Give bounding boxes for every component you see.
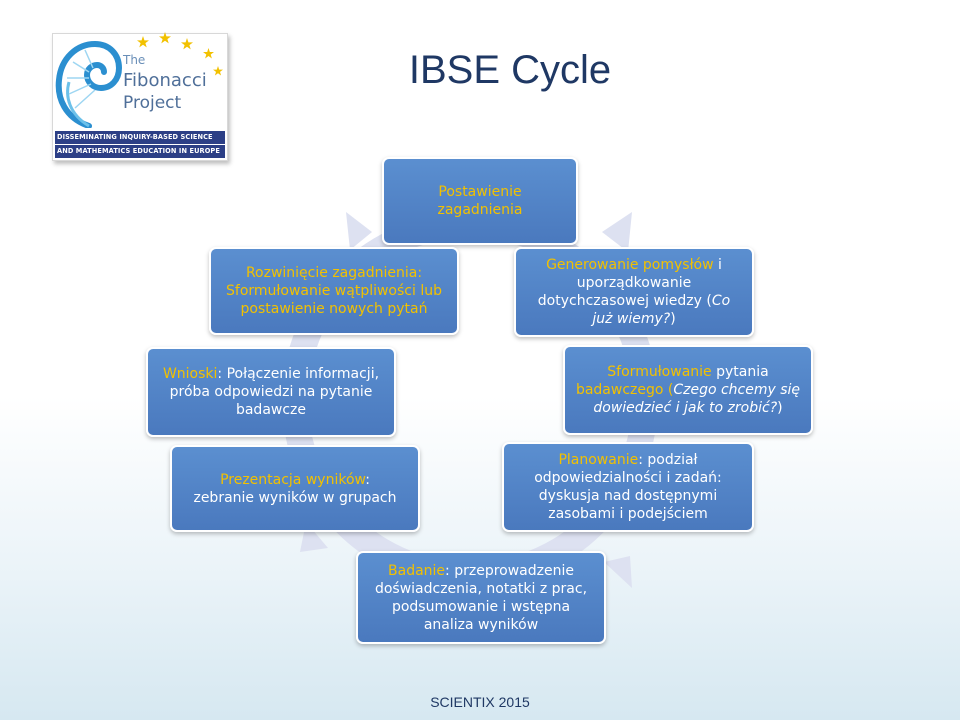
- step-planning-box: Planowanie: podział odpowiedzialności i …: [502, 442, 754, 532]
- star-icon: [159, 32, 171, 44]
- extension-colon: :: [417, 265, 423, 281]
- slide-title: IBSE Cycle: [408, 48, 612, 92]
- star-icon: [203, 48, 214, 59]
- planning-colon: :: [638, 452, 648, 468]
- fibonacci-project-logo: The Fibonacci Project DISSEMINATING INQU…: [52, 32, 228, 161]
- research-question-italic: Czego chcemy się dowiedzieć i jak to zro…: [593, 382, 801, 416]
- investigation-body: przeprowadzenie doświadczenia, notatki z…: [374, 562, 588, 633]
- cycle-arrow-head: [604, 556, 632, 588]
- presentation-highlight: Prezentacja wyników: [220, 471, 366, 488]
- ideas-highlight: Generowanie pomysłów: [546, 257, 714, 273]
- investigation-colon: :: [445, 562, 455, 579]
- research-question-word: pytania: [716, 364, 769, 380]
- extension-highlight: Rozwinięcie zagadnienia: [245, 265, 418, 281]
- star-icon: [137, 36, 149, 48]
- ideas-question: Co już wiemy?: [592, 293, 731, 327]
- logo-project: Project: [123, 93, 182, 113]
- logo-tagline-1: DISSEMINATING INQUIRY-BASED SCIENCE: [55, 131, 225, 144]
- ideas-close: ): [670, 311, 676, 327]
- footer-text: SCIENTIX 2015: [430, 694, 530, 710]
- cycle-arrow-head: [346, 212, 372, 250]
- conclusions-colon: :: [217, 366, 227, 382]
- nautilus-shell-icon: [55, 40, 123, 128]
- research-question-lead: Sformułowanie: [607, 364, 717, 380]
- conclusions-body: Połączenie informacji, próba odpowiedzi …: [169, 366, 380, 418]
- step-presentation-box: Prezentacja wyników: zebranie wyników w …: [170, 445, 420, 532]
- ideas-connector: i: [713, 257, 722, 273]
- star-icon: [181, 38, 193, 50]
- investigation-highlight: Badanie: [388, 562, 446, 579]
- step-investigation-box: Badanie: przeprowadzenie doświadczenia, …: [356, 551, 606, 644]
- presentation-colon: :: [365, 471, 370, 488]
- star-icon: [213, 66, 223, 76]
- step-conclusions-box: Wnioski: Połączenie informacji, próba od…: [146, 347, 396, 437]
- research-question-mid: badawczego (: [575, 382, 674, 398]
- step-question-box: Postawienie zagadnienia: [382, 157, 578, 245]
- planning-highlight: Planowanie: [558, 452, 639, 468]
- step-extension-box: Rozwinięcie zagadnienia: Sformułowanie w…: [209, 247, 459, 335]
- ideas-body: uporządkowanie dotychczasowej wiedzy (: [537, 275, 712, 309]
- step-ideas-box: Generowanie pomysłów i uporządkowanie do…: [514, 247, 754, 337]
- presentation-body: zebranie wyników w grupach: [193, 489, 397, 506]
- cycle-arrow-head: [602, 212, 632, 252]
- logo-fibonacci: Fibonacci: [123, 70, 207, 91]
- logo-the: The: [123, 53, 146, 67]
- conclusions-highlight: Wnioski: [162, 366, 218, 382]
- step-research-question-box: Sformułowanie pytania badawczego (Czego …: [563, 345, 813, 435]
- extension-body: Sformułowanie wątpliwości lub postawieni…: [226, 283, 442, 317]
- research-question-close: ): [777, 400, 783, 416]
- planning-body: podział odpowiedzialności i zadań: dysku…: [534, 452, 722, 522]
- step-question-text: Postawienie zagadnienia: [437, 184, 523, 218]
- logo-tagline-2: AND MATHEMATICS EDUCATION IN EUROPE: [55, 145, 225, 158]
